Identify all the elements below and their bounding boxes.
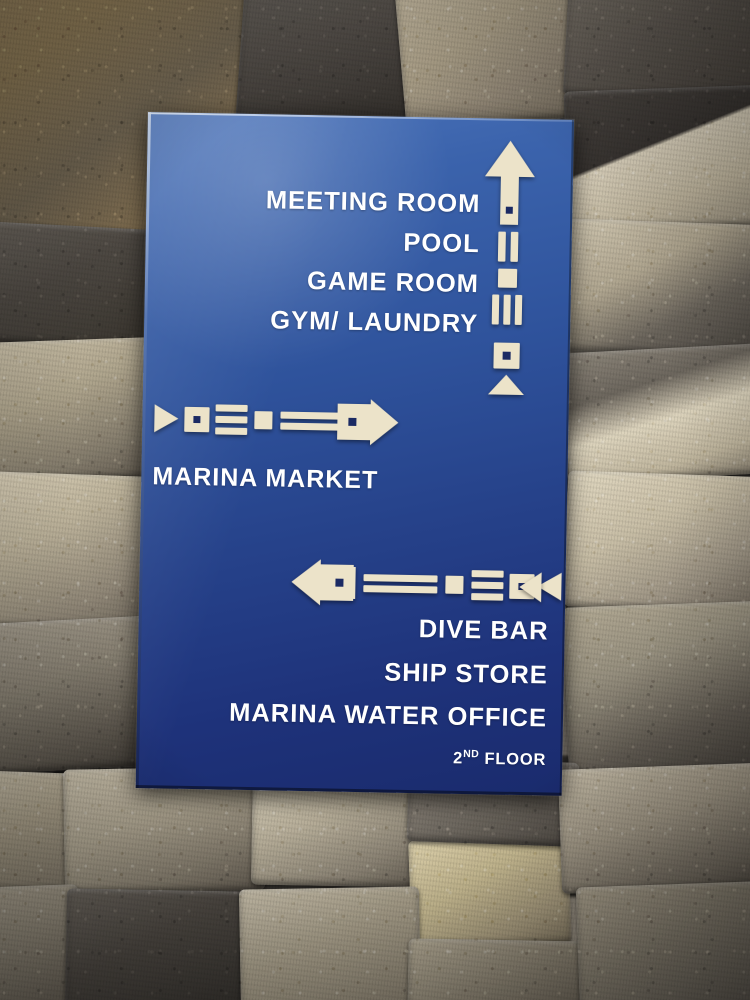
floor-note: 2ND FLOOR <box>228 744 546 768</box>
sign-panel: MEETING ROOM POOL GAME ROOM GYM/ LAUNDRY <box>135 112 574 796</box>
floor-ordinal: ND <box>463 747 480 760</box>
floor-number: 2 <box>452 748 464 767</box>
destination-line: SHIP STORE <box>384 658 549 690</box>
floor-word: FLOOR <box>484 749 547 769</box>
destination-line: POOL <box>403 228 480 259</box>
arrow-left-end-triangle <box>519 572 542 603</box>
arrow-left-segmented <box>291 559 562 606</box>
destination-line: GAME ROOM <box>306 267 480 299</box>
arrow-up-segmented <box>484 140 535 325</box>
destination-group-up: MEETING ROOM POOL GAME ROOM GYM/ LAUNDRY <box>263 186 481 352</box>
arrow-up-tail-marks <box>487 342 524 396</box>
destination-group-left: DIVE BAR SHIP STORE MARINA WATER OFFICE … <box>228 614 549 768</box>
destination-group-right: MARINA MARKET <box>152 462 378 495</box>
destination-line: MEETING ROOM <box>265 186 481 219</box>
destination-line: MARINA WATER OFFICE <box>228 698 548 733</box>
destination-line: GYM/ LAUNDRY <box>269 306 479 339</box>
arrow-right-segmented <box>154 399 399 446</box>
destination-line: DIVE BAR <box>418 615 549 646</box>
directional-sign[interactable]: MEETING ROOM POOL GAME ROOM GYM/ LAUNDRY <box>135 112 574 796</box>
destination-line: MARINA MARKET <box>152 462 379 495</box>
